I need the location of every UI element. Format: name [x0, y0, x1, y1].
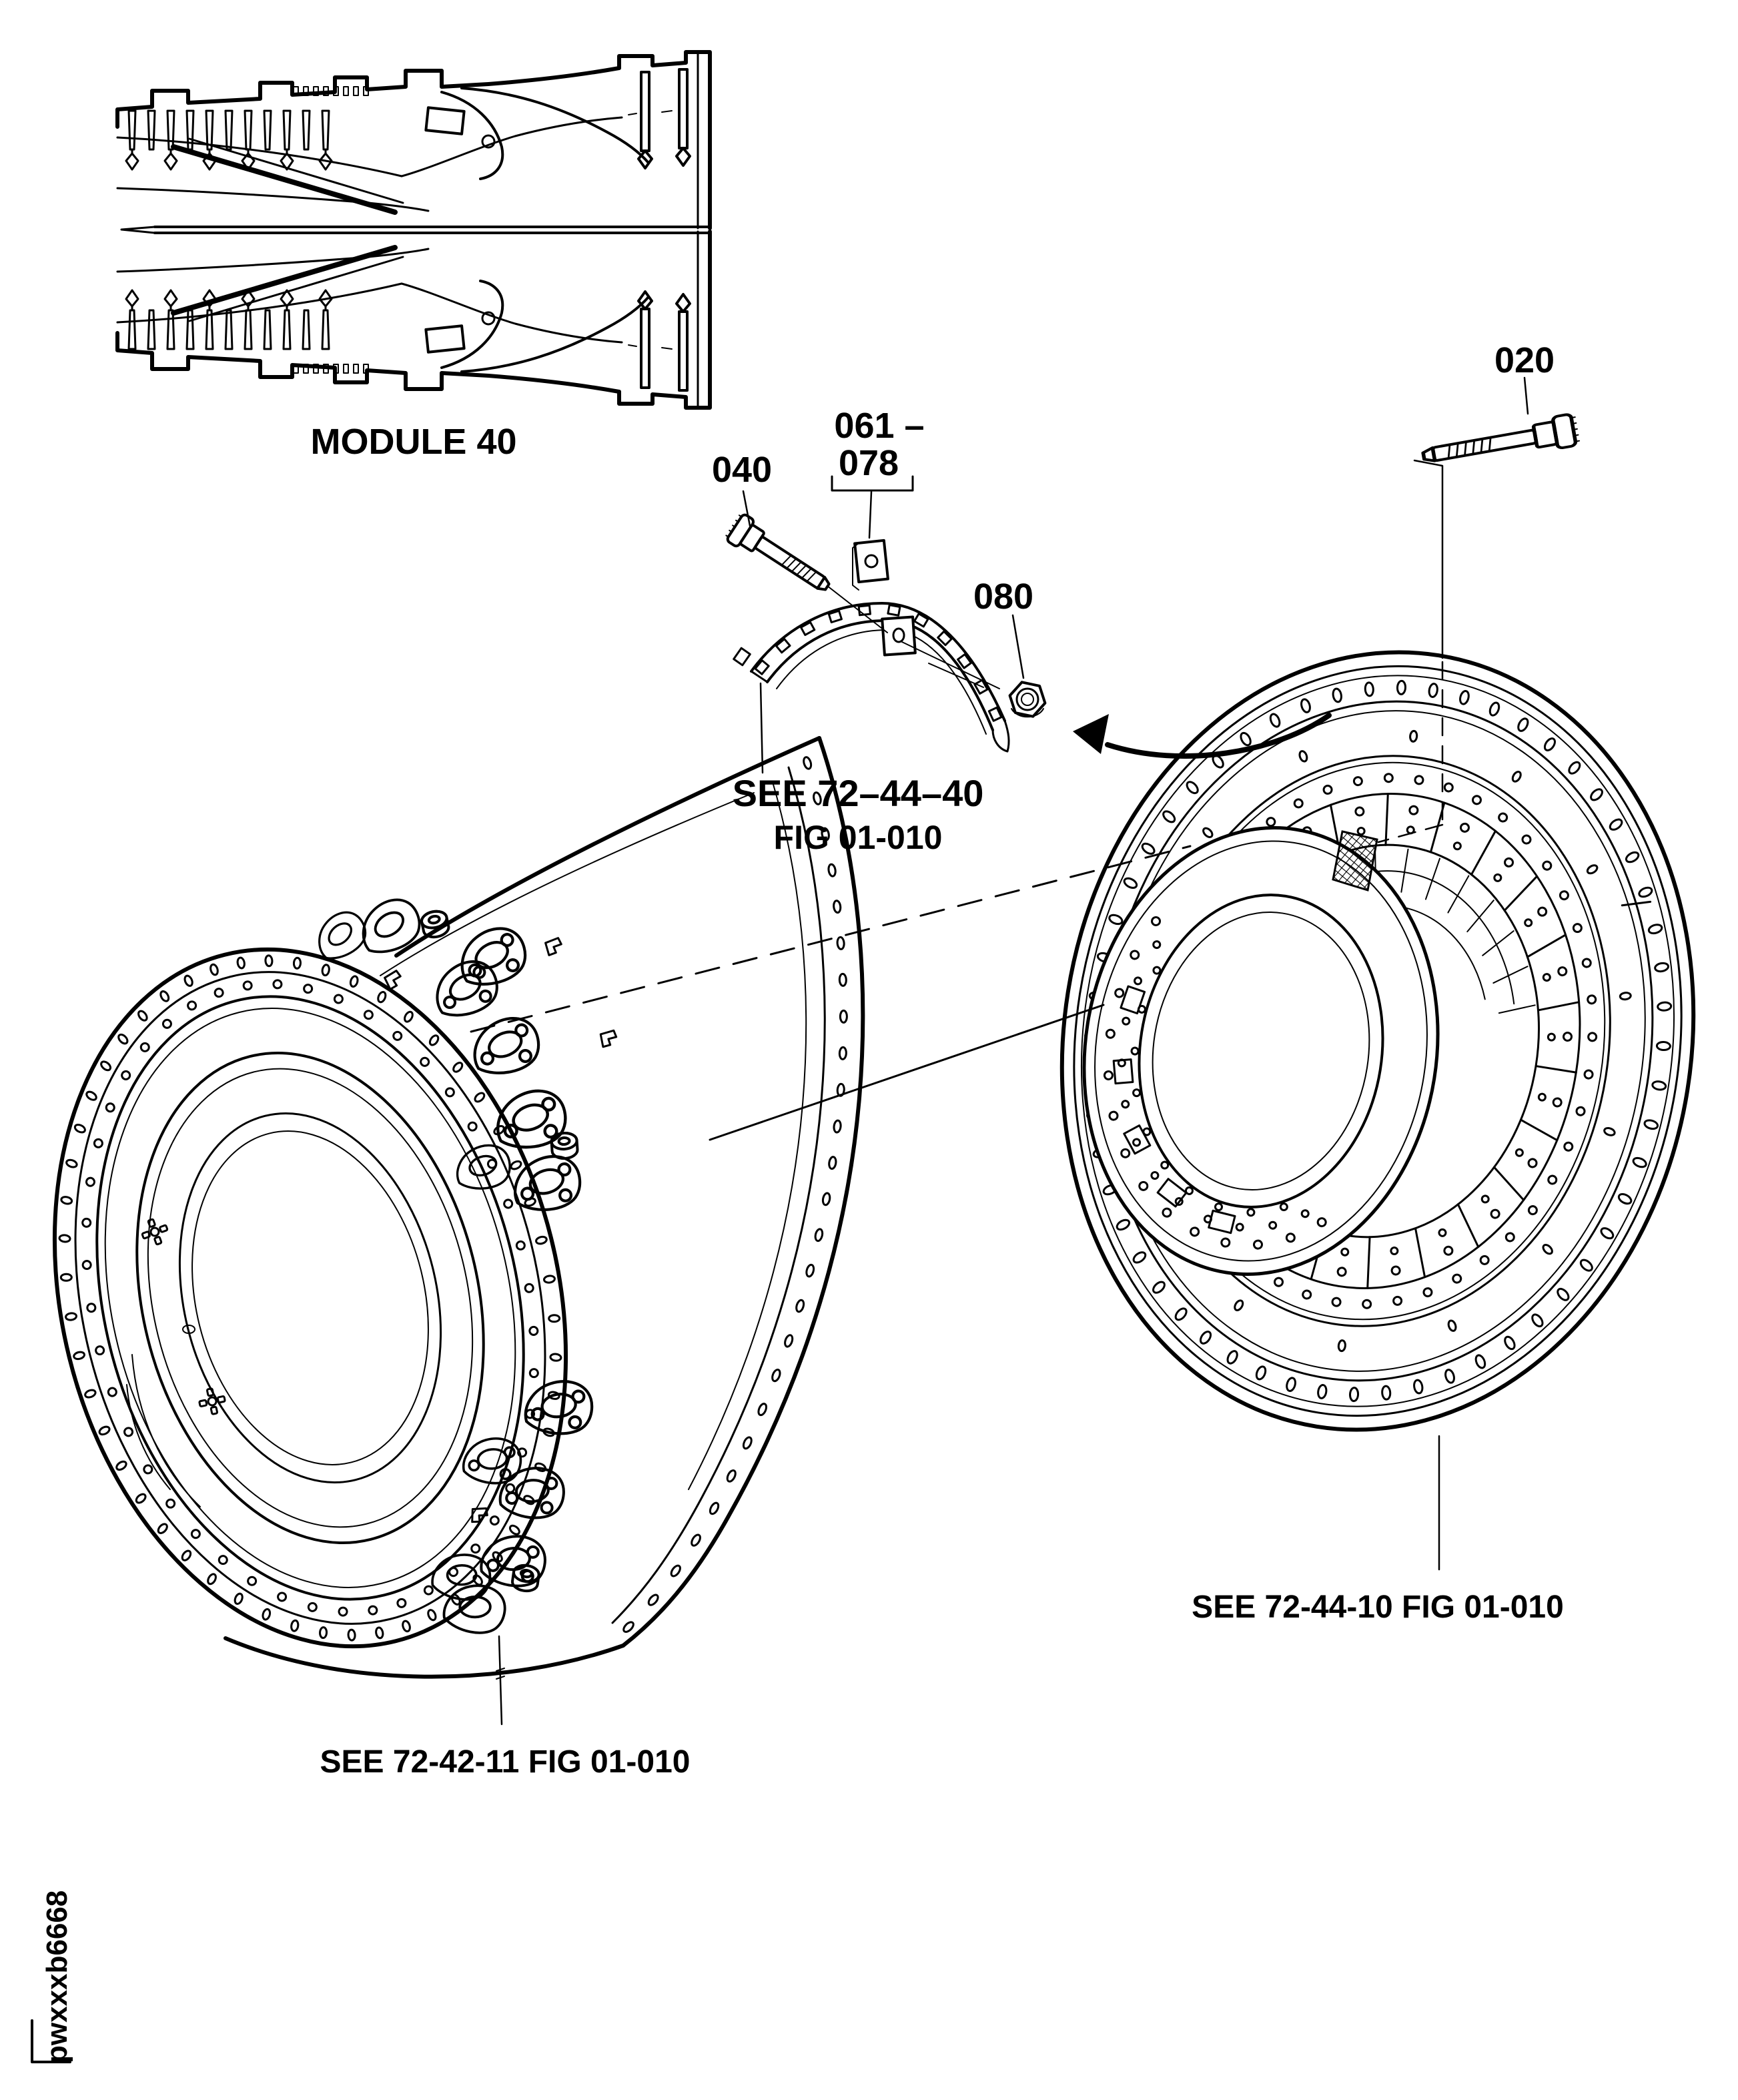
watermark-text: pwxxxb6668 [41, 1890, 73, 2063]
drum-bore-details [126, 1214, 229, 1507]
drum-shell [224, 736, 865, 1679]
label-020: 020 [1494, 340, 1555, 380]
forward-inner-ring [1082, 826, 1440, 1276]
extraction-arrow-icon [1073, 713, 1332, 759]
reference-72-42-11: SEE 72-42-11 FIG 01-010 [320, 1744, 691, 1780]
range-bracket [831, 475, 914, 492]
bolt-040-glyph [723, 510, 837, 602]
reference-72-44-10: SEE 72-44-10 FIG 01-010 [1192, 1590, 1564, 1625]
label-061: 061 – [834, 406, 924, 446]
corner-bracket [31, 2019, 71, 2063]
bolt-020-group: 020 [1377, 340, 1580, 843]
rivet-row-1 [1103, 916, 1327, 1250]
rivet-row-3 [1130, 966, 1288, 1217]
front-flange-bolt-holes [58, 954, 562, 1642]
turbine-case-drum [52, 736, 865, 1679]
left-ref-leader [496, 1635, 505, 1726]
watermark-group: pwxxxb6668 [31, 1890, 73, 2063]
vane-ring-assembly [1059, 650, 1696, 1432]
seal-crenellation-tabs [754, 604, 1003, 722]
cooling-windows [1112, 985, 1236, 1235]
bolt-020-glyph [1421, 413, 1580, 472]
label-078: 078 [839, 443, 899, 483]
rear-flange-bolt-holes [622, 756, 848, 1633]
nut-080-glyph [1008, 681, 1047, 718]
front-flange-inner-holes [81, 979, 539, 1617]
seal-detail-group: 040 061 – 078 080 SEE 72–44–40 FIG 01-01… [712, 406, 1332, 856]
installed-seal-segment [1332, 830, 1378, 892]
engine-cross-section: MODULE 40 [117, 50, 710, 462]
outer-flange-bolt-holes [1083, 679, 1673, 1403]
seal-attach-tab [881, 615, 917, 657]
alignment-lines [470, 845, 1192, 1141]
retainer-061-078 [852, 539, 889, 591]
label-080: 080 [973, 577, 1033, 617]
label-040: 040 [712, 450, 772, 490]
rivet-row-2 [1117, 940, 1310, 1232]
reference-72-44-40-line1: SEE 72–44–40 [733, 772, 984, 814]
reference-72-44-40-line2: FIG 01-010 [774, 819, 943, 856]
module-40-label: MODULE 40 [310, 422, 516, 462]
